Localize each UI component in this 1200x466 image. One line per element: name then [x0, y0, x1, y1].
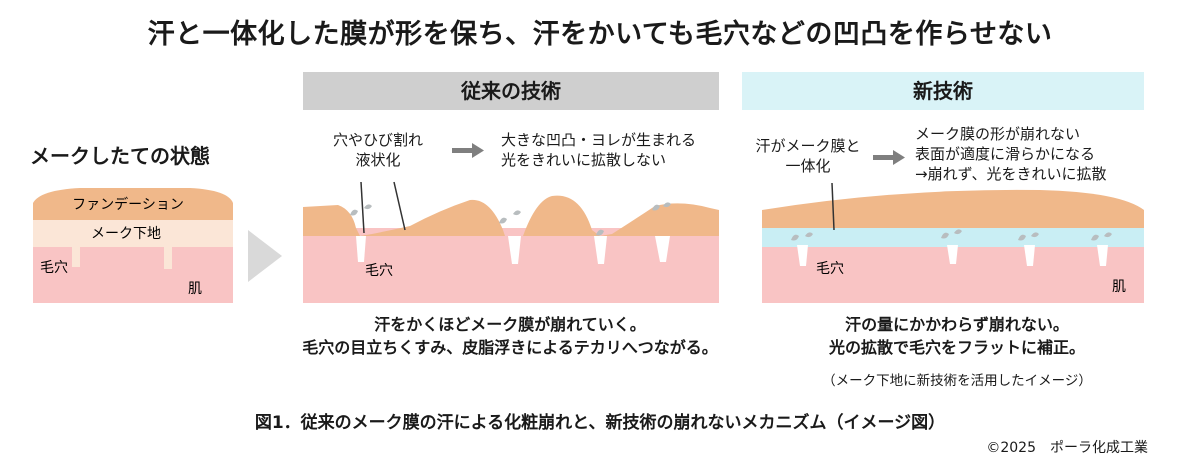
pore-shape [356, 236, 366, 262]
fresh-makeup-heading: メークしたての状態 [30, 144, 210, 168]
pore-label: 毛穴 [40, 260, 68, 276]
crack-note: 穴やひび割れ 液状化 [332, 131, 423, 169]
copyright: ©2025 ポーラ化成工業 [986, 440, 1148, 456]
sweat-integration-note: 汗がメーク膜と 一体化 [755, 137, 861, 175]
figure-caption: 図1．従来のメーク膜の汗による化粧崩れと、新技術の崩れないメカニズム（イメージ図… [254, 413, 946, 433]
pore-label: 毛穴 [365, 263, 393, 279]
pore-shape [1024, 245, 1035, 266]
skin-layer [33, 245, 233, 303]
header-conventional: 従来の技術 [303, 72, 719, 110]
foundation-layer [303, 195, 719, 236]
conventional-diagram: 毛穴 [303, 143, 719, 303]
pore-shape [1097, 245, 1108, 266]
conventional-caption: 汗をかくほどメーク膜が崩れていく。 毛穴の目立ちくすみ、皮脂浮きによるテカリへつ… [302, 315, 718, 357]
foundation-layer [762, 189, 1144, 228]
new-tech-sub-caption: （メーク下地に新技術を活用したイメージ） [822, 373, 1092, 389]
header-new-tech: 新技術 [742, 72, 1144, 110]
arrow-right-icon [873, 150, 905, 165]
skin-label: 肌 [188, 281, 202, 297]
new-tech-caption: 汗の量にかかわらず崩れない。 光の拡散で毛穴をフラットに補正。 [828, 315, 1085, 357]
pore-shape [797, 245, 808, 266]
sweat-droplet-icon [350, 202, 671, 236]
pore-shape [594, 236, 607, 264]
skin-label: 肌 [1112, 279, 1126, 295]
sweat-droplet-icon [791, 229, 1112, 241]
foundation-layer [33, 188, 233, 220]
conventional-result-note: 大きな凹凸・ヨレが生まれる 光をきれいに拡散しない [501, 131, 697, 169]
pore-shape [508, 236, 521, 264]
pore-shape [947, 245, 958, 264]
chevron-right-icon [248, 230, 282, 282]
makeup-base-layer [762, 225, 1144, 247]
pore-label: 毛穴 [816, 261, 844, 277]
pore-shape [72, 245, 80, 267]
main-title: 汗と一体化した膜が形を保ち、汗をかいても毛穴などの凹凸を作らせない [147, 19, 1053, 50]
new-tech-diagram: 毛穴 肌 [762, 150, 1144, 303]
fresh-makeup-diagram: ファンデーション メーク下地 毛穴 肌 [33, 188, 233, 303]
pore-shape [655, 236, 670, 262]
arrow-right-icon [452, 143, 484, 158]
callout-line [393, 181, 406, 231]
foundation-label: ファンデーション [72, 196, 184, 213]
pore-shape [164, 245, 172, 269]
callout-line [360, 181, 365, 234]
makeup-base-layer [33, 218, 233, 247]
callout-line [831, 182, 835, 231]
new-tech-result-note: メーク膜の形が崩れない 表面が適度に滑らかになる →崩れず、光をきれいに拡散 [915, 125, 1107, 183]
base-label: メーク下地 [91, 226, 161, 242]
